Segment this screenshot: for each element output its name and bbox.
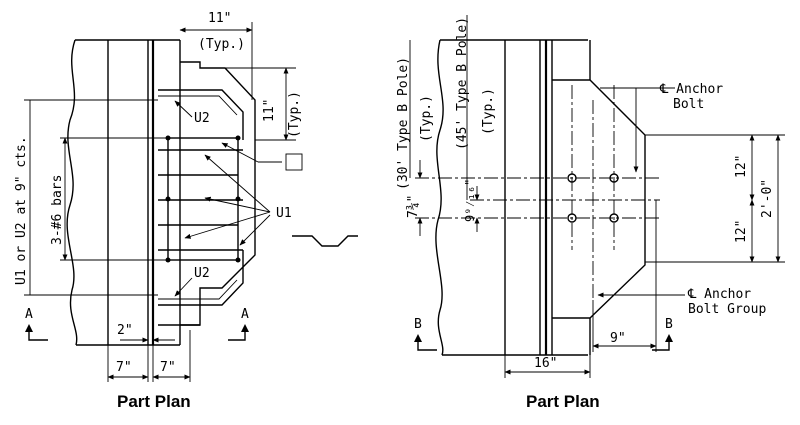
dim-2-0-label: 2'-0" bbox=[760, 179, 775, 218]
u1-mark: U1 bbox=[276, 206, 292, 221]
pole-30-note: (Typ.) bbox=[419, 95, 434, 142]
u2-top-mark: U2 bbox=[194, 111, 210, 126]
u1-leader bbox=[204, 196, 271, 213]
dim-12b-label: 12" bbox=[734, 220, 749, 243]
left-caption: Part Plan bbox=[117, 392, 191, 411]
right-part-plan: ℄ Anchor Bolt ℄ Anchor Bolt Group (30' T… bbox=[396, 15, 785, 411]
bars-label: 3-#6 bars bbox=[50, 175, 65, 245]
section-marker-b-left: B bbox=[414, 317, 437, 351]
pole-45-label: (45' Type B Pole) bbox=[455, 17, 470, 150]
bar-spacing-label: U1 or U2 at 9" cts. bbox=[14, 136, 29, 285]
u2-top-leader bbox=[174, 100, 193, 118]
u1-leader bbox=[239, 214, 271, 246]
square-symbol bbox=[285, 153, 303, 171]
u1-leader bbox=[184, 211, 271, 239]
right-dim-note: (Typ.) bbox=[287, 91, 302, 138]
dim-7-3-4-label: 7¾" bbox=[406, 195, 421, 218]
right-caption: Part Plan bbox=[526, 392, 600, 411]
section-marker-a-left: A bbox=[25, 307, 48, 341]
section-marker-a-right: A bbox=[228, 307, 249, 341]
u1-leader bbox=[204, 154, 271, 213]
dim-12a-label: 12" bbox=[734, 155, 749, 178]
anchor-bolt bbox=[609, 213, 619, 223]
svg-text:B: B bbox=[665, 317, 673, 332]
bar-dot bbox=[235, 196, 241, 202]
bent-bar-symbol bbox=[292, 235, 358, 247]
top-dim-note: (Typ.) bbox=[198, 37, 245, 52]
pole-30-label: (30' Type B Pole) bbox=[396, 57, 411, 190]
anchor-bolt-label-2: Bolt bbox=[673, 97, 704, 112]
dim-9-label: 9" bbox=[610, 331, 626, 346]
left-part-plan: U1 or U2 at 9" cts. 3-#6 bars 11" (Typ.)… bbox=[14, 11, 358, 411]
bar-dot bbox=[235, 257, 241, 263]
anchor-bolt bbox=[609, 173, 619, 183]
dim-2-label: 2" bbox=[117, 323, 133, 338]
dim-7b-label: 7" bbox=[160, 360, 176, 375]
u2-bottom-leader bbox=[174, 277, 193, 297]
anchor-bolt bbox=[567, 173, 577, 183]
anchor-bolt-label-1: ℄ Anchor bbox=[659, 82, 723, 97]
svg-text:B: B bbox=[414, 317, 422, 332]
bar-dot bbox=[235, 135, 241, 141]
u2-top-bar bbox=[158, 89, 244, 140]
dim-16-label: 16" bbox=[534, 356, 557, 371]
right-dim-label: 11" bbox=[262, 99, 277, 122]
u1-cage bbox=[167, 137, 239, 261]
svg-text:A: A bbox=[241, 307, 249, 322]
dim-9-9-16-label: 9⁹⁄₁₆" bbox=[463, 179, 477, 222]
dim-7a-label: 7" bbox=[116, 360, 132, 375]
left-break-line bbox=[66, 39, 78, 346]
pole-45-note: (Typ.) bbox=[481, 88, 496, 135]
square-leader bbox=[221, 142, 259, 163]
section-marker-b-right: B bbox=[652, 317, 673, 351]
right-pad-outline bbox=[552, 79, 646, 319]
anchor-group-label-1: ℄ Anchor bbox=[687, 287, 751, 302]
u2-bottom-bar-inner bbox=[158, 279, 238, 300]
u2-top-bar-inner bbox=[158, 95, 238, 116]
anchor-group-label-2: Bolt Group bbox=[688, 302, 766, 317]
svg-text:A: A bbox=[25, 307, 33, 322]
u2-bottom-bar bbox=[158, 250, 244, 306]
bar-dot bbox=[165, 196, 171, 202]
left-pad-outline bbox=[180, 61, 256, 326]
u2-bottom-mark: U2 bbox=[194, 266, 210, 281]
top-dim-label: 11" bbox=[208, 11, 231, 26]
anchor-bolt bbox=[567, 213, 577, 223]
right-break-line bbox=[435, 39, 444, 356]
